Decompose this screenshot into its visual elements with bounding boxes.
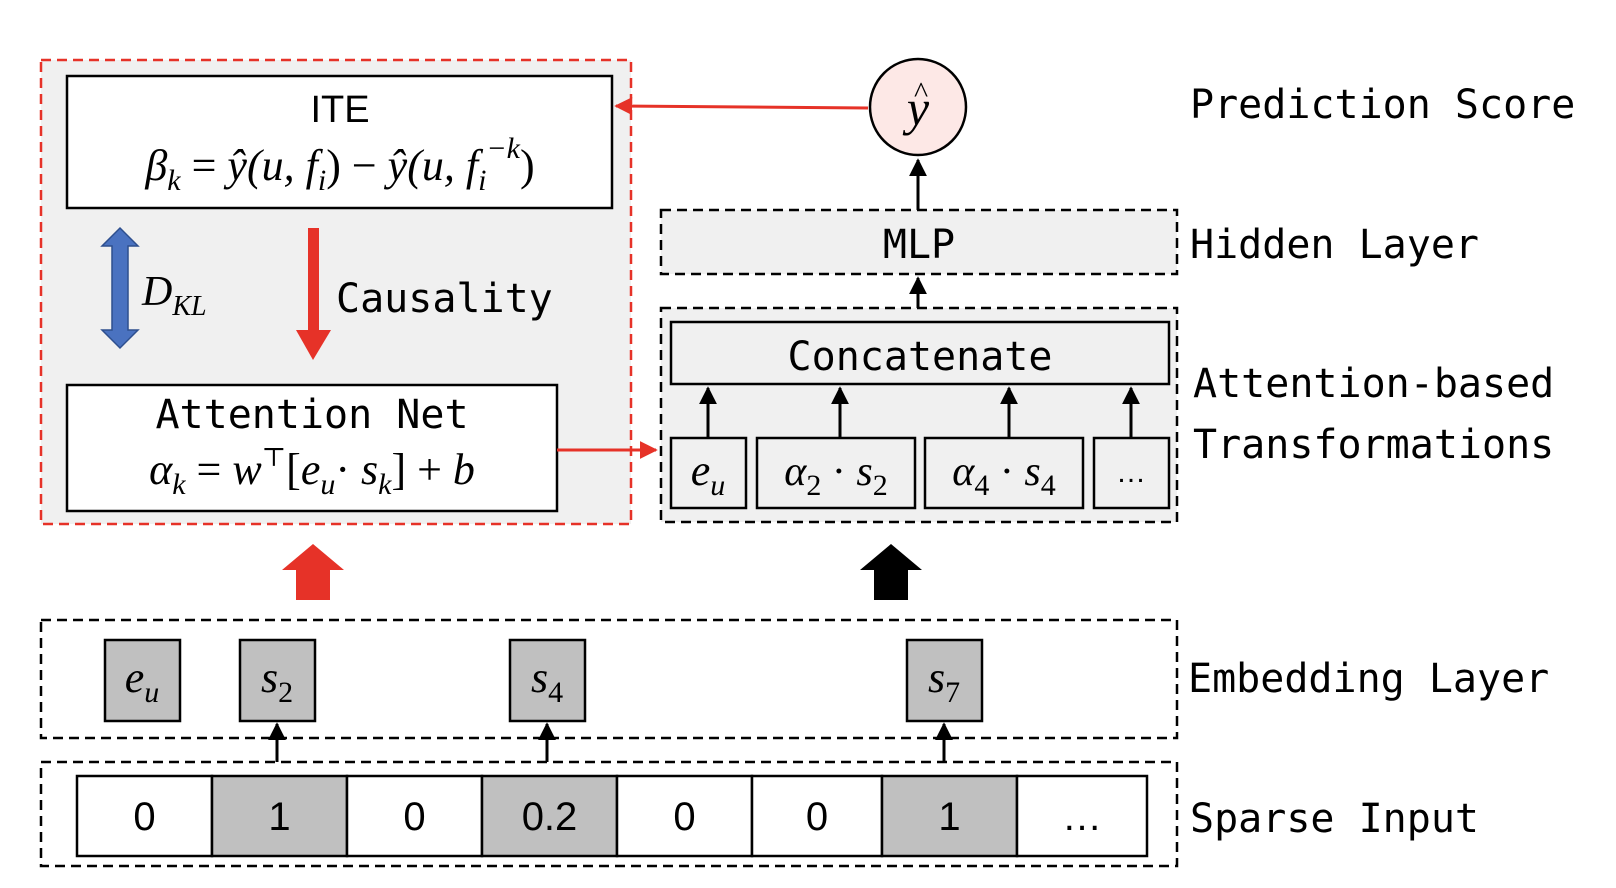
label-sparse-input: Sparse Input [1190,796,1479,842]
sparse-cell [1015,774,1149,858]
embedding-eu: eu [103,638,182,723]
sparse-cell-value: 0 [806,795,828,839]
prediction-symbol: y [902,80,930,136]
ite-box: ITE βk = ŷ(u, fi) − ŷ(u, fi−k) [65,74,614,210]
sparse-cell-value: 0 [673,795,695,839]
concatenate-label: Concatenate [788,334,1053,380]
sparse-cell-value: 0 [133,795,155,839]
svg-text:eu: eu [691,446,726,502]
black-up-arrow [860,544,922,600]
sparse-cell-value: 0 [403,795,425,839]
embedding-s2: s2 [238,638,317,723]
ite-formula: βk = ŷ(u, fi) − ŷ(u, fi−k) [144,132,534,197]
label-attention-line2: Transformations [1193,422,1554,468]
svg-text:s7: s7 [928,653,960,709]
prediction-node: y ^ [868,57,968,157]
sparse-input-cells: 0 1 0 0.2 0 0 1 … [75,774,1149,858]
ite-title: ITE [310,89,369,131]
sparse-cell [345,774,484,858]
sparse-cell [750,774,884,858]
sparse-cell [210,774,349,858]
sparse-cell [615,774,754,858]
prediction-to-ite-arrow [614,97,869,116]
sparse-cell-value: … [1062,795,1102,839]
attention-net-title: Attention Net [155,392,468,438]
sparse-cell-value: 1 [938,795,960,839]
svg-text:α4 · s4: α4 · s4 [952,449,1055,502]
embedding-s4: s4 [508,638,587,723]
svg-text:α2 · s2: α2 · s2 [784,449,887,502]
label-hidden-layer: Hidden Layer [1190,222,1479,268]
prediction-hat: ^ [914,76,928,109]
mlp-label: MLP [883,222,955,268]
causality-label: Causality [336,276,553,322]
attn-item-ellipsis: … [1092,436,1171,510]
sparse-cell-value: 0.2 [522,795,578,839]
svg-text:s4: s4 [531,653,563,709]
label-embedding-layer: Embedding Layer [1188,656,1549,702]
concatenate-box: Concatenate [669,320,1171,386]
red-up-arrow [282,544,344,600]
attention-net-box: Attention Net αk = w⊤[eu· sk] + b [65,383,559,513]
sparse-cell [880,774,1019,858]
attention-net-formula: αk = w⊤[eu· sk] + b [149,443,475,501]
sparse-cell [480,774,619,858]
svg-text:eu: eu [125,653,160,709]
label-attention-line1: Attention-based [1193,361,1554,407]
svg-text:…: … [1116,456,1146,489]
causality-arrow [296,228,331,360]
embedding-s7: s7 [905,638,984,723]
embedding-layer-panel [39,618,1179,740]
svg-text:s2: s2 [261,653,293,709]
attn-item-a4s4: α4 · s4 [923,436,1085,510]
label-prediction-score: Prediction Score [1190,82,1575,128]
attn-item-a2s2: α2 · s2 [755,436,917,510]
kl-label: DKL [141,269,207,322]
mlp-box: MLP [659,208,1179,276]
kl-double-arrow [100,226,140,350]
sparse-cell-value: 1 [268,795,290,839]
attn-item-eu: eu [669,436,748,510]
